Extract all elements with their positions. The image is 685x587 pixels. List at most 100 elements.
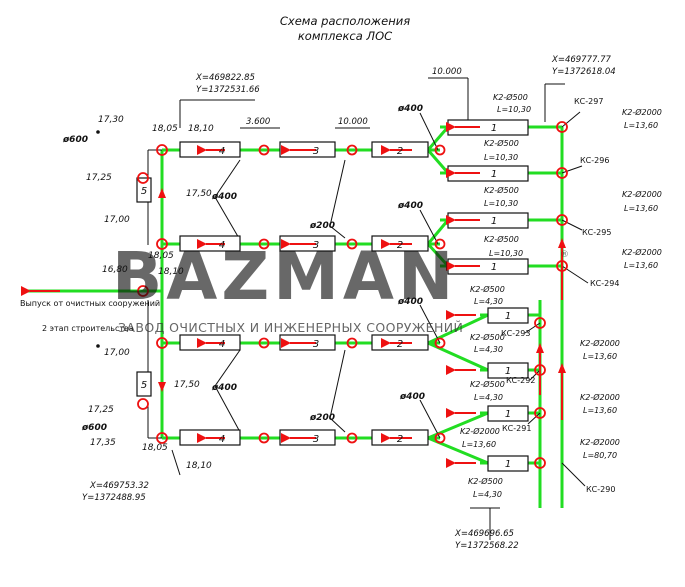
unit-label: 1 <box>491 169 497 180</box>
pipe-l430: L=4,30 <box>474 393 503 402</box>
coord-br-x: X=469696.65 <box>454 529 514 539</box>
pipe-labels: K2-Ø500 L=10,30 K2-Ø500 L=10,30 K2-Ø500 … <box>460 92 662 499</box>
pipe-l1360: L=13,60 <box>624 121 658 130</box>
tank-r6 <box>487 362 529 379</box>
tank-r7 <box>487 405 529 422</box>
pipe-k2-2000: K2-Ø2000 <box>460 426 500 436</box>
pipe-k2-500: K2-Ø500 <box>484 185 519 195</box>
dia-400: ø400 <box>397 201 423 211</box>
title-line2: комплекса ЛОС <box>297 29 393 43</box>
coord-tl-y: Y=1372531.66 <box>196 85 260 95</box>
level: 17,00 <box>104 348 130 358</box>
level: 18,05 <box>152 124 178 134</box>
coord-bl-x: X=469753.32 <box>89 481 149 491</box>
pipe-l1360: L=13,60 <box>462 440 496 449</box>
watermark-reg: ® <box>560 250 569 260</box>
dimensions: 3.600 10.000 10.000 <box>246 67 462 127</box>
coord-tr-x: X=469777.77 <box>551 55 612 65</box>
pipe-l1360: L=13,60 <box>583 406 617 415</box>
pipe-l1360: L=13,60 <box>624 204 658 213</box>
unit-label: 1 <box>491 216 497 227</box>
pipe-l1030: L=10,30 <box>484 199 518 208</box>
unit-label: 3 <box>313 240 319 251</box>
title-line1: Схема расположения <box>279 14 411 28</box>
flow-arrows <box>21 122 480 468</box>
pipe-k2-2000: K2-Ø2000 <box>580 437 620 447</box>
coord-br-y: Y=1372568.22 <box>455 541 519 551</box>
unit-label: 1 <box>505 409 511 420</box>
unit-label: 2 <box>397 146 403 157</box>
black-lines <box>147 77 589 540</box>
pipe-k2-500: K2-Ø500 <box>468 476 503 486</box>
level: 17,50 <box>174 380 200 390</box>
green-pipes <box>22 125 564 508</box>
pipe-k2-500: K2-Ø500 <box>484 138 519 148</box>
pipe-k2-2000: K2-Ø2000 <box>622 247 662 257</box>
level: 16,80 <box>102 265 128 275</box>
wells <box>137 121 568 469</box>
pipe-k2-2000: K2-Ø2000 <box>622 189 662 199</box>
scheme-title: Схема расположения комплекса ЛОС <box>255 14 435 44</box>
well-ks291: КС-291 <box>502 424 531 433</box>
unit-label: 4 <box>219 434 225 445</box>
well-ks293: КС-293 <box>501 329 530 338</box>
pipe-l1030: L=10,30 <box>497 105 531 114</box>
unit-label: 3 <box>313 339 319 350</box>
unit-label: 2 <box>397 240 403 251</box>
dia-400: ø400 <box>397 297 423 307</box>
level: 18,10 <box>188 124 214 134</box>
unit-label: 1 <box>491 123 497 134</box>
level: 18,10 <box>158 267 184 277</box>
tank-left-bottom <box>136 371 152 397</box>
pipe-k2-500: K2-Ø500 <box>484 234 519 244</box>
pipe-l1030: L=10,30 <box>489 249 523 258</box>
unit-numbers: 4 3 2 4 3 2 4 3 2 4 3 2 1 1 1 1 1 1 1 1 … <box>141 123 511 470</box>
well-ks295: КС-295 <box>582 228 611 237</box>
well-ks294: КС-294 <box>590 279 619 288</box>
watermark-brand: BAZMAN <box>112 238 458 315</box>
tank-r5 <box>487 307 529 324</box>
pipe-k2-500: K2-Ø500 <box>470 332 505 342</box>
unit-label: 5 <box>141 380 147 391</box>
unit-label: 4 <box>219 146 225 157</box>
dim-10000-a: 10.000 <box>338 117 368 127</box>
unit-label: 1 <box>491 262 497 273</box>
coord-tl-x: X=469822.85 <box>195 73 255 83</box>
pipe-k2-500: K2-Ø500 <box>470 379 505 389</box>
level: 18,05 <box>148 251 174 261</box>
dia-400: ø400 <box>211 192 237 202</box>
well-ks290: КС-290 <box>586 485 615 494</box>
level: 17,00 <box>104 215 130 225</box>
level: 17,25 <box>88 405 114 415</box>
unit-label: 2 <box>397 339 403 350</box>
vertical-flow-arrows <box>158 188 566 420</box>
coord-tr-y: Y=1372618.04 <box>552 67 616 77</box>
pipe-k2-2000: K2-Ø2000 <box>580 338 620 348</box>
unit-label: 3 <box>313 146 319 157</box>
pipe-k2-2000: K2-Ø2000 <box>580 392 620 402</box>
tank-left-top <box>136 177 152 203</box>
unit-label: 4 <box>219 339 225 350</box>
outlet-label: Выпуск от очистных сооружений 2 этап стр… <box>20 299 160 333</box>
unit-label: 4 <box>219 240 225 251</box>
dim-10000-b: 10.000 <box>432 67 462 77</box>
level: 18,10 <box>186 461 212 471</box>
level: 17,25 <box>86 173 112 183</box>
level: 17,50 <box>186 189 212 199</box>
unit-label: 2 <box>397 434 403 445</box>
level: 17,30 <box>98 115 124 125</box>
dia-200: ø200 <box>309 413 335 423</box>
dia-400: ø400 <box>399 392 425 402</box>
unit-label: 1 <box>505 366 511 377</box>
pipe-l1360: L=13,60 <box>624 261 658 270</box>
well-ks296: КС-296 <box>580 156 609 165</box>
unit-label: 1 <box>505 459 511 470</box>
levels: 17,30 18,05 18,10 17,25 17,50 17,00 18,0… <box>86 115 214 471</box>
tank-r8 <box>487 455 529 472</box>
pipe-k2-500: K2-Ø500 <box>493 92 528 102</box>
level: 18,05 <box>142 443 168 453</box>
dia-600-top: ø600 <box>62 135 88 145</box>
pipe-k2-500: K2-Ø500 <box>470 284 505 294</box>
well-ks297: КС-297 <box>574 97 603 106</box>
